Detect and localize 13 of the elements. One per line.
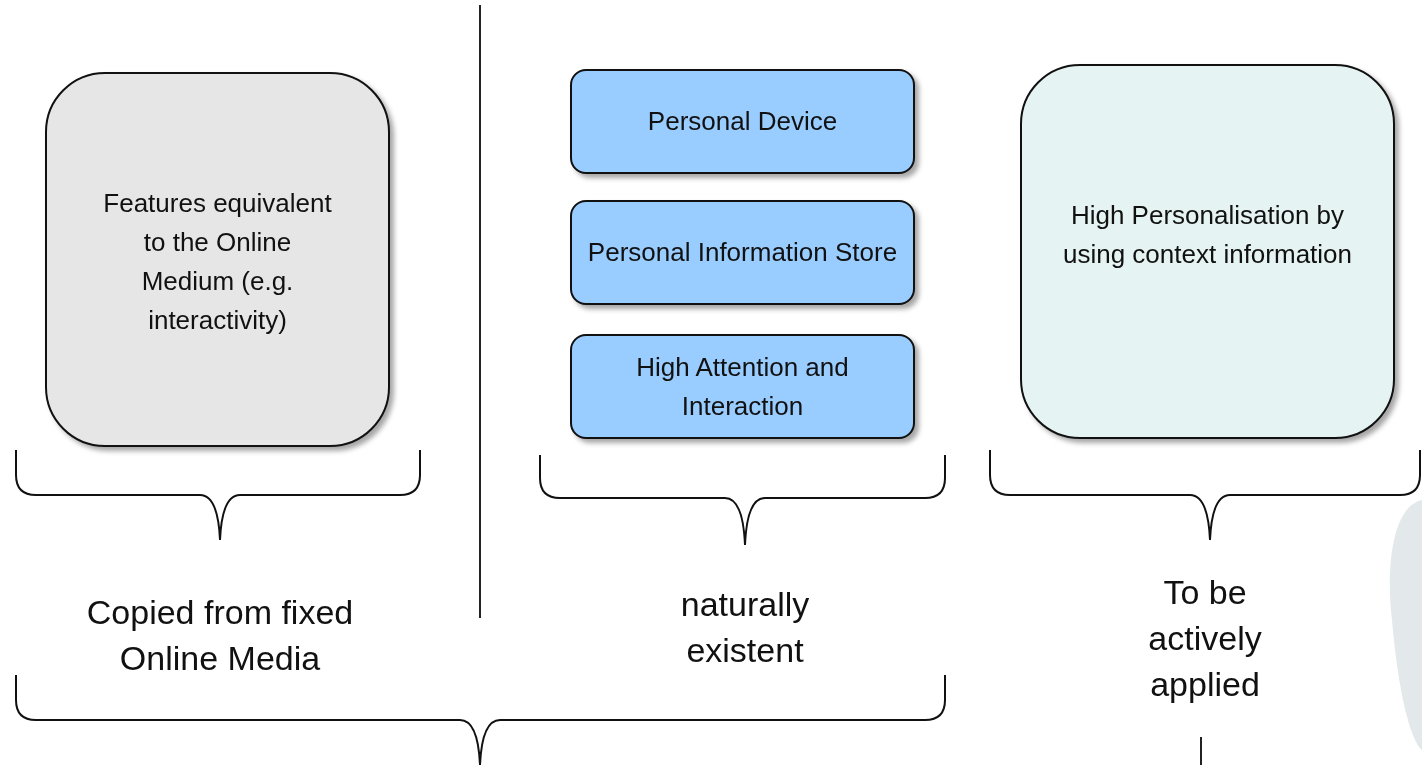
box-text: Features equivalent to the Online Medium (e.g. interactivity) [102, 187, 333, 337]
box-text: High Personalisation by using context information [1061, 199, 1353, 271]
box-text: Personal Device [647, 105, 838, 138]
feature-box [45, 72, 390, 447]
feature-box [570, 334, 915, 439]
group-label: To be actively applied [1147, 572, 1263, 705]
feature-box [1020, 64, 1395, 439]
group-label: naturally existent [679, 584, 811, 671]
group-label: Copied from fixed Online Media [85, 592, 355, 679]
box-text: High Attention and Interaction [635, 350, 850, 423]
feature-box [570, 200, 915, 305]
feature-box [570, 69, 915, 174]
box-text: Personal Information Store [587, 236, 898, 269]
